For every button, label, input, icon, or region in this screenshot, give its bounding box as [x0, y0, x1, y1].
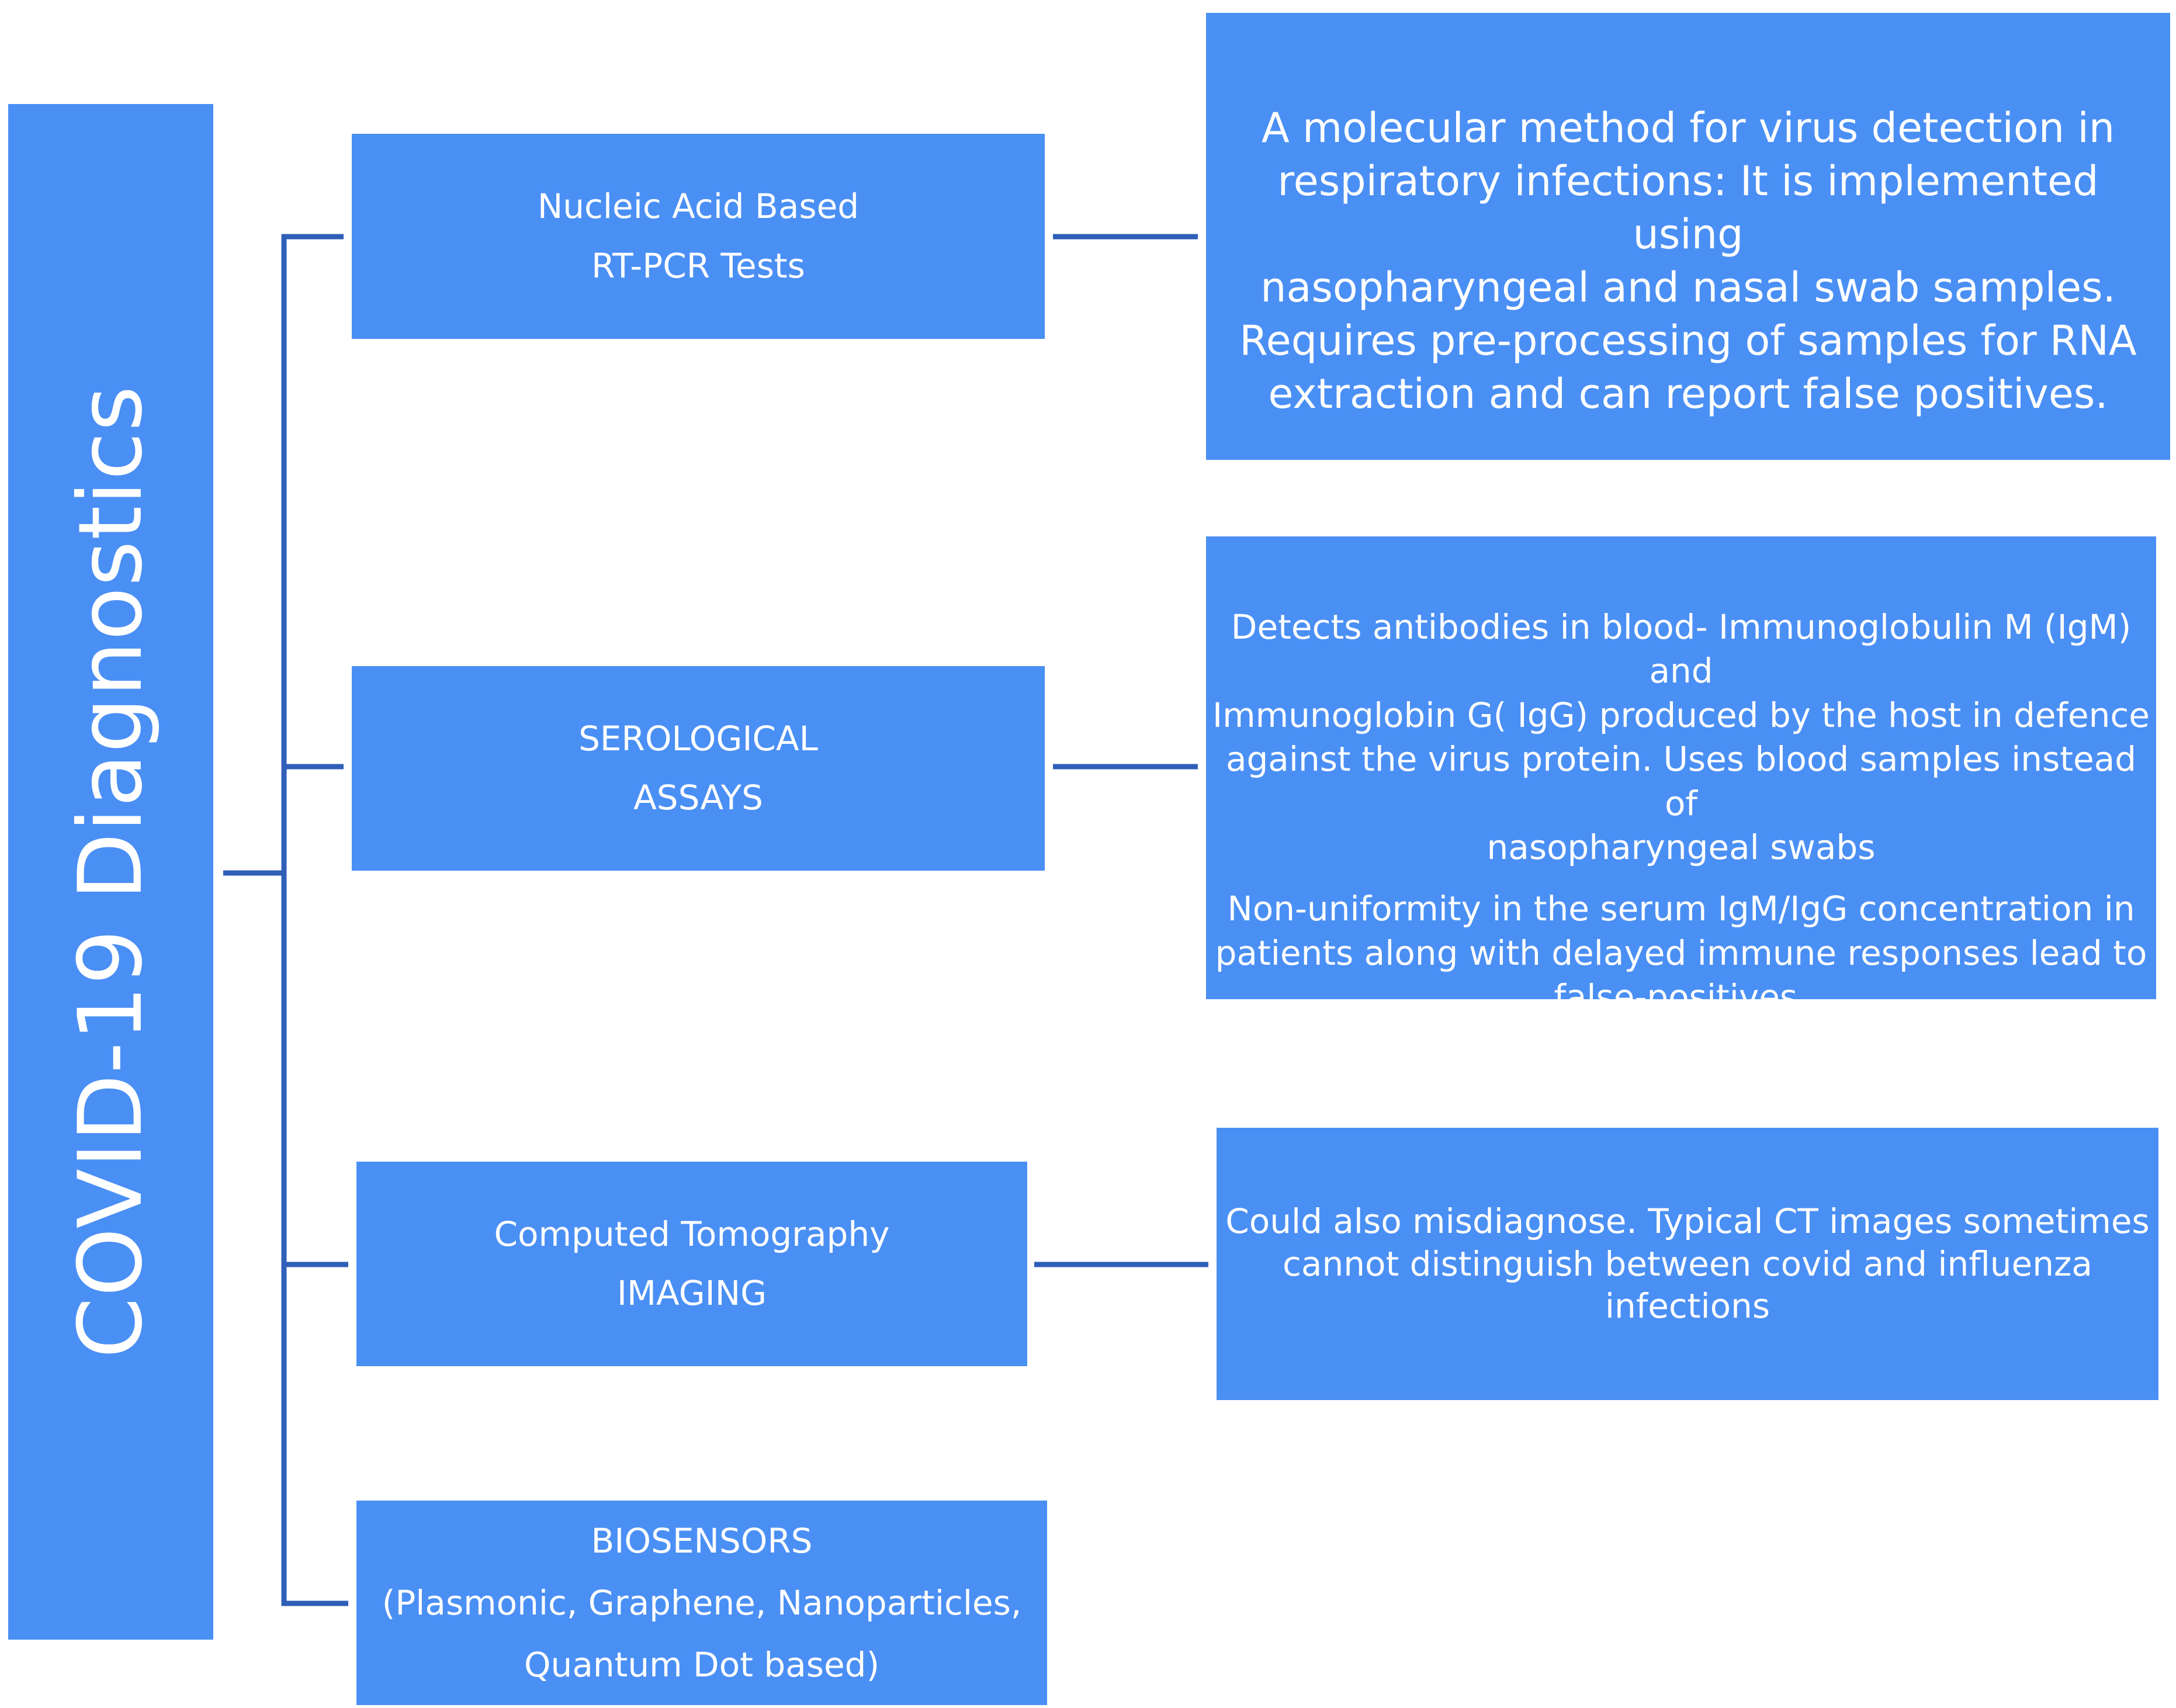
- description-line: Immunoglobin G( IgG) produced by the hos…: [1212, 695, 2150, 735]
- category-label: IMAGING: [616, 1273, 767, 1313]
- category-serological: SEROLOGICAL ASSAYS: [352, 666, 1045, 871]
- category-label: Quantum Dot based): [524, 1645, 880, 1685]
- description-line: extraction and can report false positive…: [1268, 370, 2108, 418]
- description-line: nasopharyngeal swabs: [1487, 827, 1876, 867]
- description-line: patients along with delayed immune respo…: [1215, 933, 2147, 973]
- description-ct-imaging: Could also misdiagnose. Typical CT image…: [1217, 1128, 2158, 1400]
- description-line: Could also misdiagnose. Typical CT image…: [1225, 1201, 2150, 1242]
- description-nucleic-acid: A molecular method for virus detection i…: [1206, 13, 2170, 460]
- description-line: cannot distinguish between covid and inf…: [1283, 1243, 2092, 1326]
- category-label: Computed Tomography: [494, 1214, 890, 1254]
- description-line: Detects antibodies in blood- Immunoglobu…: [1231, 607, 2132, 691]
- category-nucleic-acid: Nucleic Acid Based RT-PCR Tests: [352, 134, 1045, 339]
- description-line: false-positives.: [1554, 977, 1808, 1017]
- description-line: Requires pre-processing of samples for R…: [1239, 317, 2137, 365]
- category-label: RT-PCR Tests: [591, 245, 805, 286]
- category-label: BIOSENSORS: [591, 1520, 813, 1561]
- category-label: (Plasmonic, Graphene, Nanoparticles,: [382, 1582, 1022, 1623]
- description-line: A molecular method for virus detection i…: [1261, 104, 2115, 152]
- description-line: nasopharyngeal and nasal swab samples.: [1260, 264, 2116, 311]
- category-biosensors: BIOSENSORS (Plasmonic, Graphene, Nanopar…: [356, 1501, 1047, 1705]
- root-box: COVID-19 Diagnostics: [8, 104, 213, 1640]
- description-paragraph: Non-uniformity in the serum IgM/IgG conc…: [1215, 887, 2147, 1019]
- description-line: respiratory infections: It is implemente…: [1277, 157, 2099, 258]
- category-label: Nucleic Acid Based: [537, 186, 860, 226]
- description-line: Non-uniformity in the serum IgM/IgG conc…: [1227, 889, 2135, 929]
- description-serological: Detects antibodies in blood- Immunoglobu…: [1206, 536, 2156, 1017]
- category-ct-imaging: Computed Tomography IMAGING: [356, 1162, 1027, 1366]
- root-title: COVID-19 Diagnostics: [60, 385, 162, 1359]
- description-paragraph: Detects antibodies in blood- Immunoglobu…: [1212, 605, 2150, 869]
- description-line: against the virus protein. Uses blood sa…: [1225, 739, 2137, 823]
- category-label: ASSAYS: [633, 778, 763, 817]
- category-label: SEROLOGICAL: [578, 718, 818, 758]
